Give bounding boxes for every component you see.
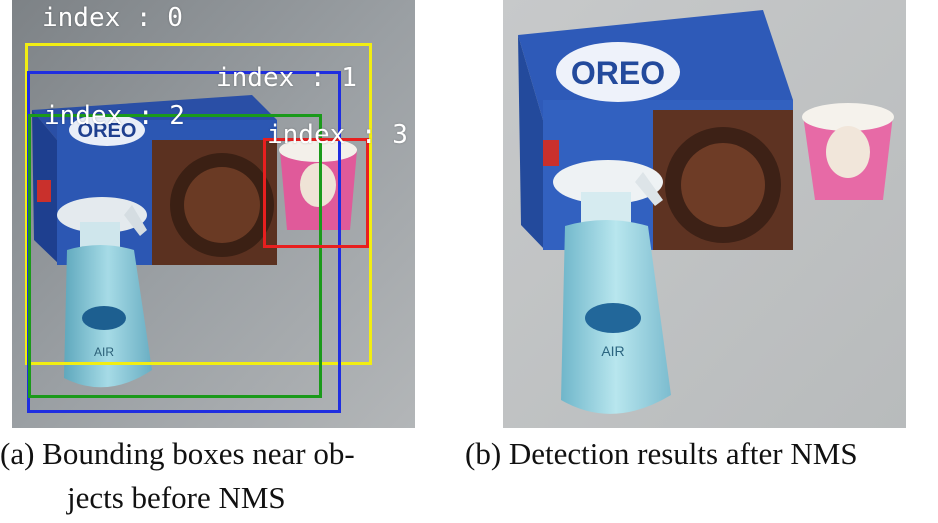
caption-b: (b) Detection results after NMS bbox=[465, 432, 935, 476]
oreo-box: OREO bbox=[518, 10, 793, 250]
bottle-label-text: AIR bbox=[94, 345, 114, 359]
box-label-2: index : 2 bbox=[44, 101, 185, 131]
caption-b-text: (b) Detection results after NMS bbox=[465, 436, 858, 471]
oreo-box: OREO bbox=[32, 95, 277, 265]
box-label-3: index : 3 bbox=[267, 120, 408, 150]
air-freshener-bottle: AIR bbox=[57, 197, 152, 388]
bounding-box-overlay: index : 0 index : 1 index : 2 index : 3 bbox=[12, 0, 415, 428]
ice-cream-cup bbox=[279, 138, 357, 230]
bounding-box-3 bbox=[263, 138, 369, 248]
oreo-logo-text: OREO bbox=[571, 55, 665, 91]
caption-a: (a) Bounding boxes near ob- jects before… bbox=[0, 432, 430, 520]
air-freshener-bottle: AIR bbox=[553, 160, 671, 414]
bounding-box-0 bbox=[25, 43, 372, 365]
oreo-logo-text: OREO bbox=[78, 120, 137, 142]
box-label-1: index : 1 bbox=[216, 63, 357, 93]
bottle-label-text: AIR bbox=[601, 343, 624, 359]
ice-cream-cup bbox=[802, 103, 894, 200]
scene-photo-b: OREO AIR bbox=[503, 0, 906, 428]
caption-a-line2: jects before NMS bbox=[67, 480, 286, 515]
panel-b-image: OREO AIR bbox=[503, 0, 906, 428]
box-label-0: index : 0 bbox=[42, 3, 183, 33]
bounding-box-2 bbox=[28, 114, 322, 398]
panel-a-image: OREO AIR index : 0 index : 1 index : 2 i… bbox=[12, 0, 415, 428]
caption-a-line1: (a) Bounding boxes near ob- bbox=[0, 436, 355, 471]
